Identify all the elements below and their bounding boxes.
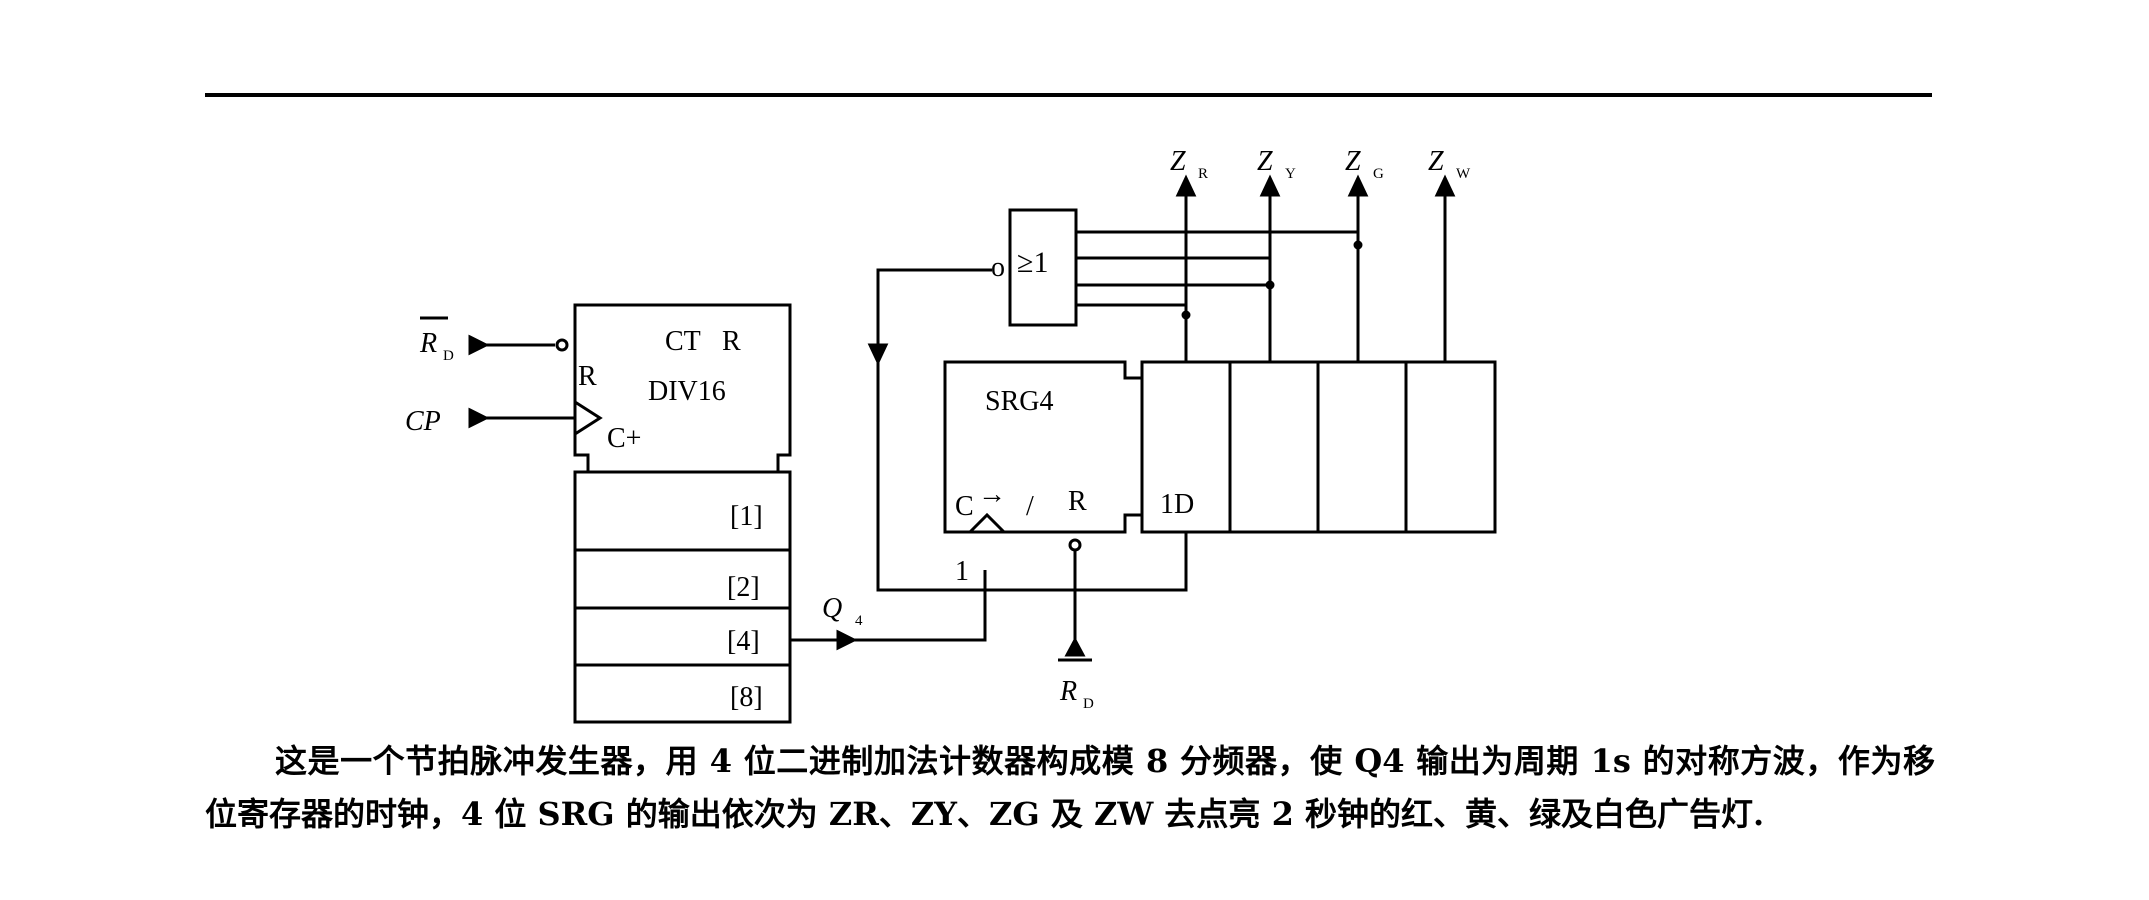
caption-paragraph: 这是一个节拍脉冲发生器，用 4 位二进制加法计数器构成模 8 分频器，使 Q4 …: [205, 742, 1935, 833]
srg-slash-label: /: [1026, 491, 1034, 522]
zy-arrow-icon: [1259, 174, 1281, 197]
zr-junction: [1181, 310, 1191, 320]
zr-arrow-icon: [1175, 174, 1197, 197]
or-gate: [1008, 208, 1078, 327]
zr-subscript: R: [1198, 166, 1208, 182]
counter-ct-label: CT: [665, 326, 701, 357]
zw-label: Z: [1428, 146, 1444, 177]
zw-arrow-icon: [1434, 174, 1456, 197]
feedback-wire: [876, 268, 1188, 592]
top-rule: [205, 93, 1932, 97]
zg-junction: [1353, 240, 1363, 250]
counter-output-1: [1]: [730, 501, 763, 532]
feedback-arrow-icon: [867, 343, 889, 366]
counter-reset-label: R: [578, 361, 597, 392]
srg-clock-label: C: [955, 491, 974, 522]
or-gate-inv-bubble: o: [991, 252, 1005, 283]
cp-input-label: CP: [405, 406, 441, 437]
circuit-diagram: CT R DIV16 R C+ [1] [2] [4] [8] R D CP Q…: [405, 146, 1497, 724]
cp-arrow-icon: [468, 407, 490, 429]
q4-subscript: 4: [855, 613, 863, 629]
zg-arrow-icon: [1347, 174, 1369, 197]
q4-arrow-icon: [836, 629, 858, 651]
shift-register-block: [943, 360, 1497, 534]
zg-label: Z: [1345, 146, 1361, 177]
srg-reset-bubble: [1068, 538, 1082, 552]
zy-label: Z: [1257, 146, 1273, 177]
rd-inversion-bubble: [555, 338, 569, 352]
rd-input-subscript: D: [443, 348, 454, 364]
q4-label: Q: [822, 593, 842, 624]
srg-data-in-label: 1D: [1160, 489, 1194, 520]
caption: 这是一个节拍脉冲发生器，用 4 位二进制加法计数器构成模 8 分频器，使 Q4 …: [205, 735, 1935, 841]
srg-label: SRG4: [985, 386, 1053, 417]
zy-junction: [1265, 280, 1275, 290]
counter-output-8: [8]: [730, 682, 763, 713]
rd-arrow-icon: [468, 334, 490, 356]
zy-subscript: Y: [1285, 166, 1296, 182]
zg-subscript: G: [1373, 166, 1384, 182]
rd-bottom-arrow-icon: [1064, 636, 1086, 657]
counter-r-label: R: [722, 326, 741, 357]
zw-subscript: W: [1456, 166, 1471, 182]
srg-arrow-label: →: [978, 479, 1006, 510]
counter-clock-label: C+: [607, 423, 641, 454]
rd-bottom-label: R: [1059, 676, 1077, 707]
counter-block: [573, 303, 792, 724]
counter-div-label: DIV16: [648, 376, 726, 407]
rd-input-label: R: [419, 328, 437, 359]
counter-output-4: [4]: [727, 626, 760, 657]
srg-one-label: 1: [955, 556, 969, 587]
zr-label: Z: [1170, 146, 1186, 177]
or-gate-label: ≥1: [1017, 246, 1048, 279]
counter-output-2: [2]: [727, 572, 760, 603]
srg-reset-label: R: [1068, 486, 1087, 517]
rd-bottom-subscript: D: [1083, 696, 1094, 712]
